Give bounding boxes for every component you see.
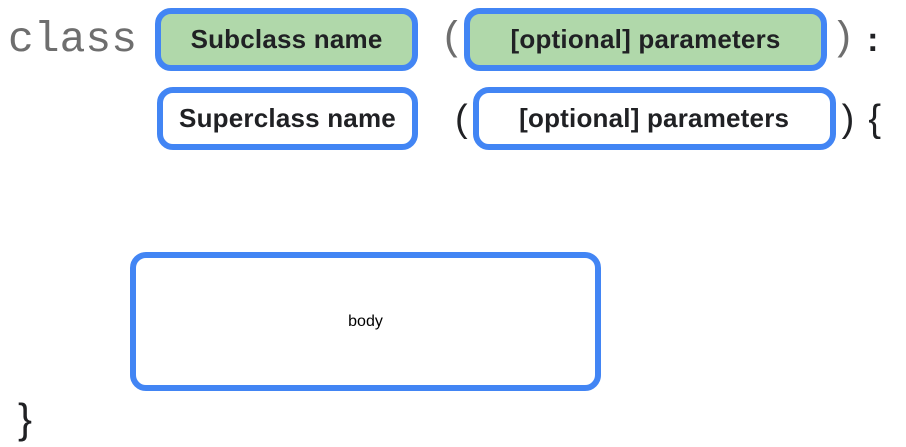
class-keyword: class <box>8 15 138 64</box>
declaration-parameters-label: [optional] parameters <box>510 24 781 54</box>
close-brace: } <box>18 395 33 442</box>
superclass-name-label: Superclass name <box>179 103 396 133</box>
declaration-close-paren: ) <box>831 16 856 62</box>
declaration-open-paren: ( <box>440 16 465 62</box>
superclass-name-box: Superclass name <box>157 87 418 150</box>
superclass-parameters-label: [optional] parameters <box>519 103 790 133</box>
body-label: body <box>348 312 383 330</box>
superclass-row: Superclass name ( [optional] parameters … <box>157 87 881 150</box>
declaration-parameters-box: [optional] parameters <box>464 8 828 71</box>
superclass-close-paren: ) <box>841 97 855 140</box>
superclass-parameters-box: [optional] parameters <box>472 87 836 150</box>
open-brace: { <box>868 97 882 140</box>
body-box: body <box>130 252 601 391</box>
superclass-open-paren: ( <box>455 97 468 140</box>
inheritance-colon: : <box>867 20 879 59</box>
subclass-name-label: Subclass name <box>190 24 383 54</box>
class-declaration-row: class Subclass name ( [optional] paramet… <box>8 8 878 71</box>
subclass-name-box: Subclass name <box>155 8 419 71</box>
